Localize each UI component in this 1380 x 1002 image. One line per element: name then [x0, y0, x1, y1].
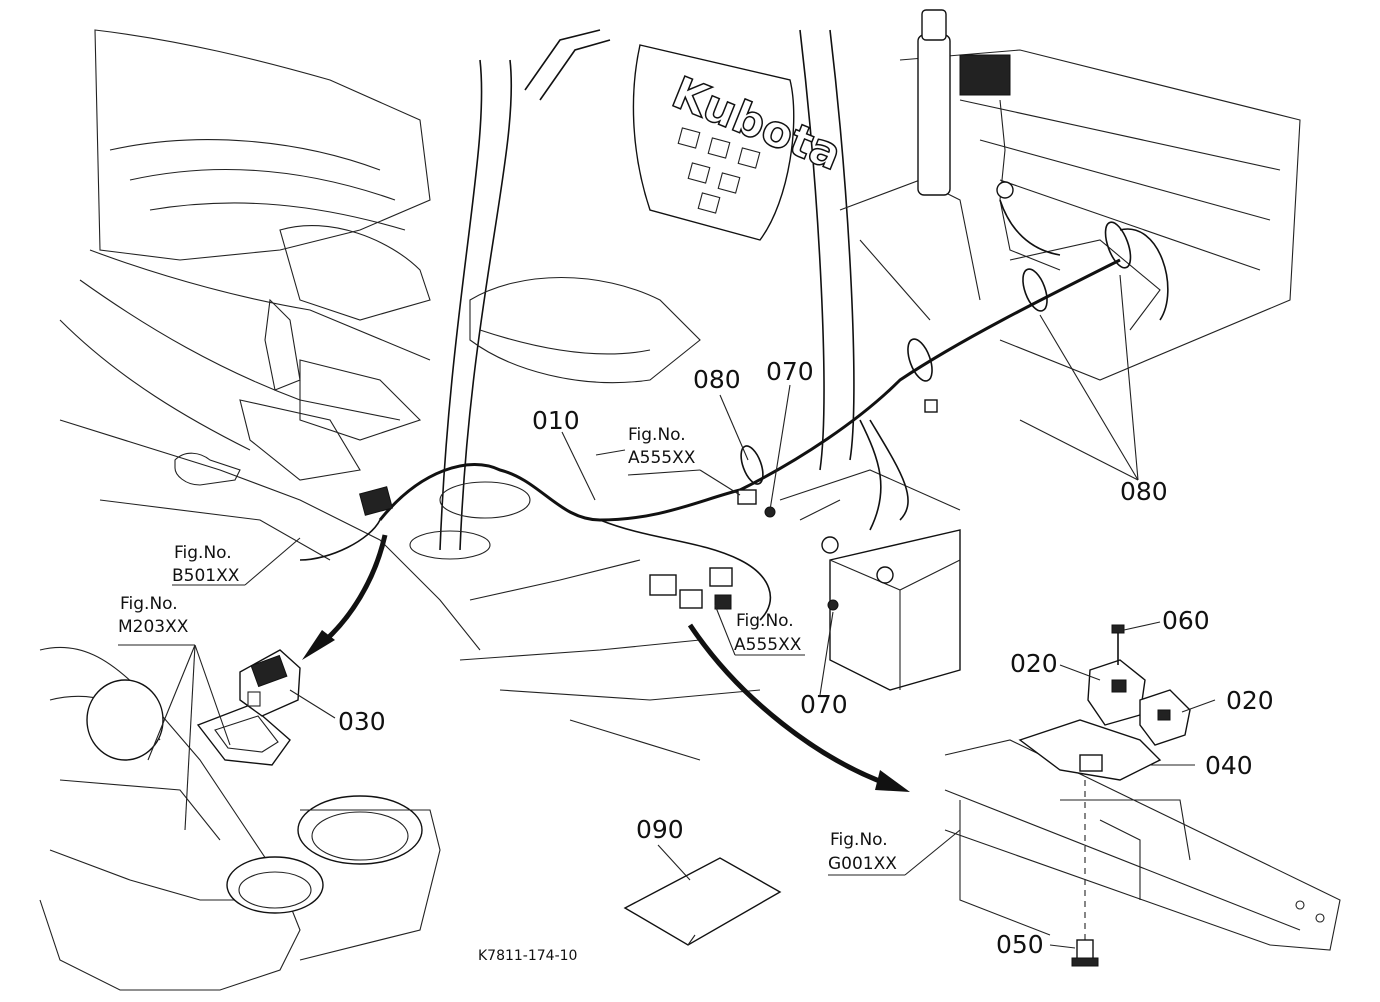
- svg-text:Fig.No.: Fig.No.: [736, 611, 794, 631]
- arrow-head-relay: [875, 770, 910, 792]
- callout-020-left: 020: [1010, 649, 1058, 678]
- callout-030: 030: [338, 707, 386, 736]
- callout-070-bottom: 070: [800, 690, 848, 719]
- svg-text:B501XX: B501XX: [172, 566, 240, 586]
- callout-040: 040: [1205, 751, 1253, 780]
- drawing-code: K7811-174-10: [478, 948, 577, 964]
- callout-010: 010: [532, 406, 580, 435]
- console-inset: [39, 646, 441, 991]
- svg-text:Fig.No.: Fig.No.: [628, 425, 686, 445]
- svg-text:Fig.No.: Fig.No.: [120, 594, 178, 614]
- figref-b501: Fig.No. B501XX: [172, 543, 240, 586]
- label-sheet-090: [623, 857, 782, 946]
- figref-a555-top: Fig.No. A555XX: [628, 425, 696, 468]
- svg-text:A555XX: A555XX: [628, 448, 696, 468]
- callout-090: 090: [636, 815, 684, 844]
- callout-060: 060: [1162, 606, 1210, 635]
- callout-020-right: 020: [1226, 686, 1274, 715]
- svg-text:M203XX: M203XX: [118, 617, 189, 637]
- callout-080-top: 080: [693, 365, 741, 394]
- explode-arrows: [302, 534, 910, 792]
- wire-harness: [299, 181, 1169, 621]
- relay-bracket-inset: [944, 624, 1341, 967]
- callout-070-top: 070: [766, 357, 814, 386]
- svg-text:G001XX: G001XX: [828, 854, 897, 874]
- figref-g001: Fig.No. G001XX: [828, 830, 897, 874]
- callout-050: 050: [996, 930, 1044, 959]
- vehicle-body-lineart: Kubota: [59, 9, 1301, 761]
- figure-references: Fig.No. B501XX Fig.No. M203XX Fig.No. A5…: [118, 425, 897, 874]
- svg-text:Fig.No.: Fig.No.: [174, 543, 232, 563]
- figref-a555-mid: Fig.No. A555XX: [734, 611, 802, 655]
- leader-lines: [118, 274, 1216, 949]
- arrow-head-switch: [302, 630, 335, 660]
- svg-text:A555XX: A555XX: [734, 635, 802, 655]
- svg-text:Fig.No.: Fig.No.: [830, 830, 888, 850]
- figref-m203: Fig.No. M203XX: [118, 594, 189, 637]
- callouts: 010 080 070 080 070 030 060 020 020 040 …: [338, 357, 1274, 959]
- callout-080-right: 080: [1120, 477, 1168, 506]
